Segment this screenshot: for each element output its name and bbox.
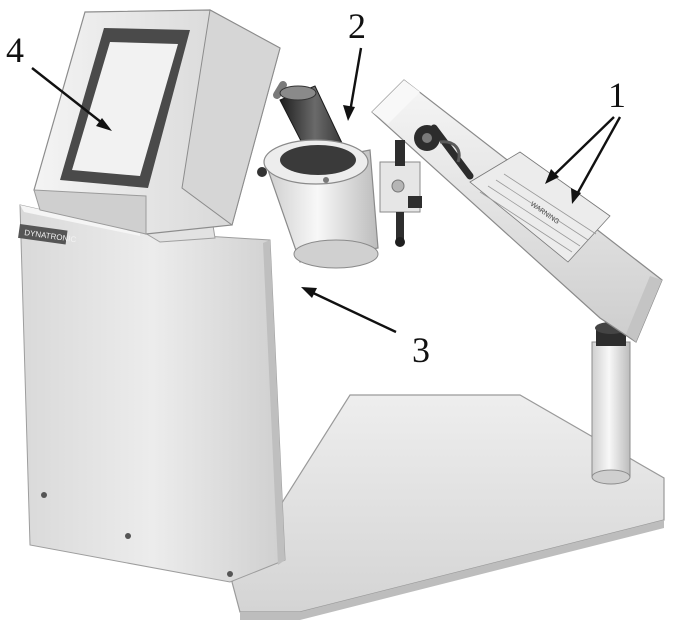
- callout-arrow-1b: [574, 116, 622, 197]
- callout-arrowhead-1b: [571, 188, 581, 204]
- lamp-head: [257, 81, 379, 269]
- callout-arrow-4: [31, 67, 107, 127]
- callout-label-4: 4: [6, 30, 24, 70]
- callout-arrowhead-2: [343, 105, 355, 121]
- base-plate: [231, 394, 665, 620]
- callout-arrow-3: [308, 289, 397, 334]
- warning-label: [469, 151, 611, 263]
- callout-label-3: 3: [412, 330, 430, 370]
- device-housing: DYNATRONIC: [18, 204, 286, 583]
- callout-arrowhead-4: [96, 118, 112, 131]
- callout-arrow-1a: [550, 116, 615, 179]
- callout-arrowhead-3: [301, 287, 317, 298]
- callout-arrow-2: [348, 47, 363, 113]
- stand-post: [591, 322, 631, 485]
- support-arm: WARNING: [371, 79, 663, 343]
- brand-plate: [18, 224, 68, 245]
- callout-label-1: 1: [608, 75, 626, 115]
- viewing-window-hood: [33, 9, 281, 235]
- callout-arrows: [31, 47, 622, 334]
- arm-clamp: [379, 140, 422, 247]
- callout-arrowhead-1a: [545, 169, 559, 184]
- callout-label-2: 2: [348, 6, 366, 46]
